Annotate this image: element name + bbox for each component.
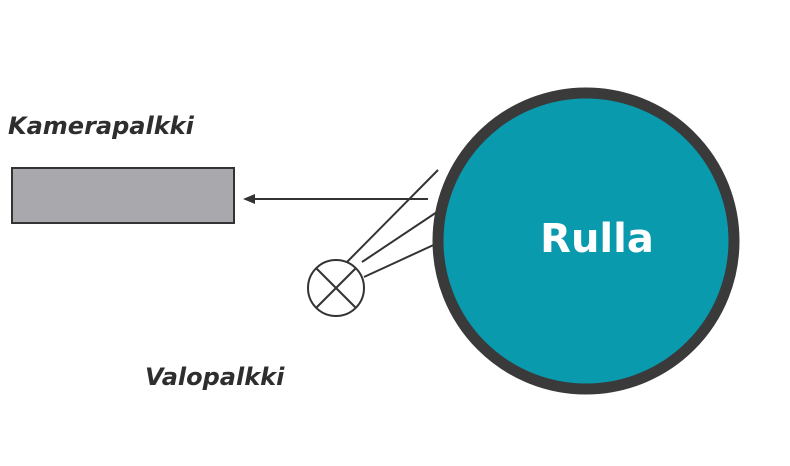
light-beam <box>346 169 441 278</box>
light-bar-label: Valopalkki <box>145 363 285 391</box>
camera-bar <box>11 167 235 224</box>
roller <box>432 87 740 395</box>
lamp-icon <box>307 259 365 317</box>
roller-label: Rulla <box>540 216 654 262</box>
camera-bar-label: Kamerapalkki <box>8 112 195 140</box>
